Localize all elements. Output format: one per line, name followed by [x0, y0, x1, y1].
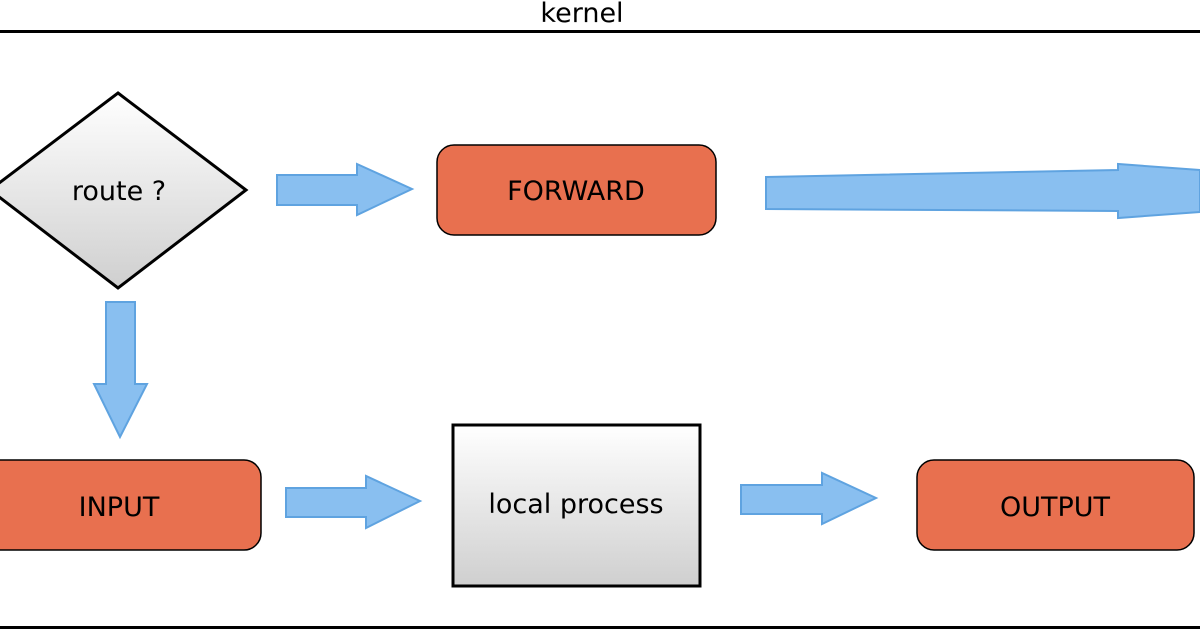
- input-box: [0, 459, 262, 551]
- forward-label: FORWARD: [507, 176, 645, 207]
- forward-chain-node: FORWARD: [436, 144, 717, 236]
- route-diamond-shape: [0, 91, 249, 290]
- local-process-label: local process: [488, 489, 663, 520]
- output-chain-node: OUTPUT: [916, 459, 1195, 551]
- arrow-forward-out: [765, 162, 1200, 220]
- arrow-input-to-local-process: [285, 474, 423, 530]
- input-label: INPUT: [79, 492, 160, 523]
- input-chain-node: INPUT: [0, 459, 262, 551]
- arrow-route-to-forward: [276, 162, 415, 217]
- local-process-box: [451, 423, 702, 588]
- forward-box: [436, 144, 717, 236]
- route-label: route ?: [72, 176, 166, 207]
- diagram-title: kernel: [540, 0, 623, 29]
- route-decision-node: route ?: [0, 91, 249, 290]
- arrow-local-process-to-output: [740, 471, 879, 526]
- local-process-node: local process: [451, 423, 702, 588]
- output-box: [916, 459, 1195, 551]
- output-label: OUTPUT: [1000, 492, 1111, 523]
- arrow-route-to-input: [92, 301, 149, 440]
